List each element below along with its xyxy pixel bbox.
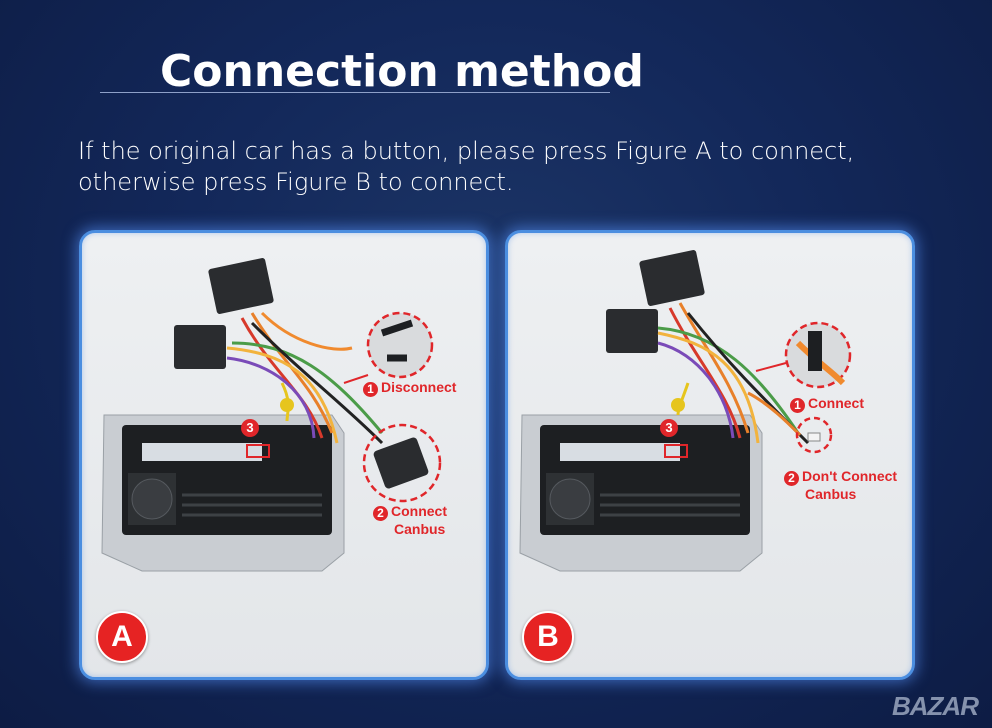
step-2-text-line-2: Canbus <box>805 486 857 502</box>
instructions: If the original car has a button, please… <box>78 136 854 198</box>
instructions-line-2: otherwise press Figure B to connect. <box>78 168 514 196</box>
marker-3: 3 <box>241 419 259 437</box>
step-2-text-line-2: Canbus <box>394 521 446 537</box>
title-divider <box>100 92 610 93</box>
marker-3: 3 <box>660 419 678 437</box>
figure-badge-a: A <box>96 611 148 663</box>
step-2-text-line-1: Don't Connect <box>802 468 898 484</box>
step-2-number: 2 <box>373 506 388 521</box>
head-unit-wiring-illustration <box>519 250 852 572</box>
watermark-logo: BAZAR <box>892 691 979 721</box>
figure-badge-b: B <box>522 611 574 663</box>
instructions-line-1: If the original car has a button, please… <box>78 137 855 165</box>
step-1-number: 1 <box>790 398 805 413</box>
step-2-text-line-1: Connect <box>391 503 447 519</box>
page-title: Connection method <box>160 46 644 97</box>
step-1-number: 1 <box>363 382 378 397</box>
step-1-text: Connect <box>808 395 864 411</box>
step-2-number: 2 <box>784 471 799 486</box>
step-1-text: Disconnect <box>381 379 457 395</box>
head-unit-wiring-illustration <box>101 258 442 572</box>
